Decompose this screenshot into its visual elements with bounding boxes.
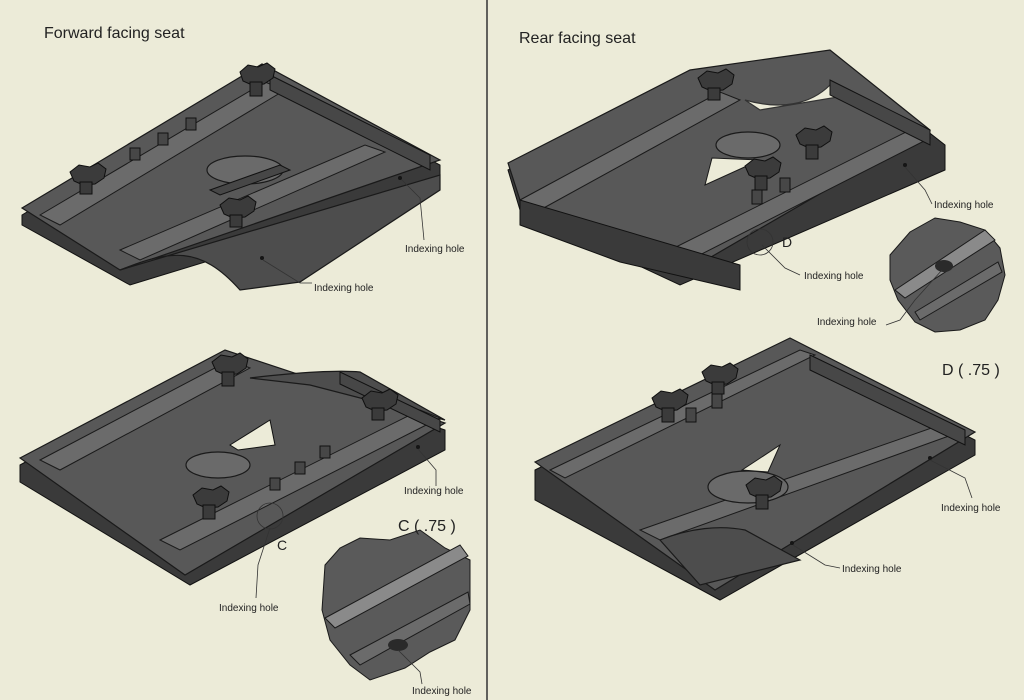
indexing-hole-label-8: Indexing hole [817, 317, 877, 328]
forward-plate-bottom [18, 349, 447, 599]
forward-facing-title: Forward facing seat [44, 25, 185, 42]
rear-facing-title: Rear facing seat [519, 30, 636, 47]
indexing-hole-label-5: Indexing hole [412, 686, 472, 697]
rear-plate-bottom [533, 337, 977, 601]
detail-c-label: C ( .75 ) [398, 518, 456, 535]
c-mark: C [277, 537, 287, 553]
indexing-hole-label-4: Indexing hole [219, 603, 279, 614]
detail-d [885, 217, 1006, 333]
rear-plate-top [507, 49, 946, 291]
d-mark: D [782, 234, 792, 250]
indexing-hole-label-6: Indexing hole [934, 200, 994, 211]
indexing-hole-label-1: Indexing hole [405, 244, 465, 255]
indexing-hole-label-3: Indexing hole [404, 486, 464, 497]
forward-plate-top [20, 62, 442, 291]
detail-d-label: D ( .75 ) [942, 362, 1000, 379]
indexing-hole-label-10: Indexing hole [842, 564, 902, 575]
indexing-hole-label-9: Indexing hole [941, 503, 1001, 514]
detail-c [321, 529, 471, 685]
indexing-hole-label-7: Indexing hole [804, 271, 864, 282]
indexing-hole-label-2: Indexing hole [314, 283, 374, 294]
